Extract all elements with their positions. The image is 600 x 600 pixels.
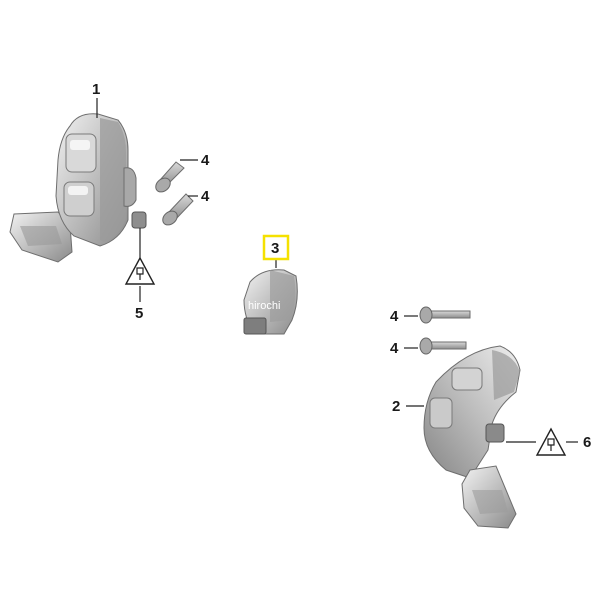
watermark: hirochi <box>248 300 280 312</box>
connector-warning-icon <box>124 256 156 285</box>
switch-cap-part <box>243 269 298 335</box>
bolt-lower-left <box>162 193 194 226</box>
callout-4: 4 <box>390 308 399 325</box>
bolt-long-right <box>419 306 471 324</box>
bolt-upper-left <box>155 161 185 193</box>
right-switch-upper-button <box>451 367 483 391</box>
callout-3-highlight <box>262 234 290 261</box>
callout-5: 5 <box>135 305 143 322</box>
left-switch-unit-part <box>9 113 147 263</box>
connector-warning-icon <box>535 427 567 456</box>
callout-3: 3 <box>271 240 279 257</box>
left-switch-upper-button <box>65 133 97 173</box>
bolt-short-right <box>419 337 467 355</box>
callout-1: 1 <box>92 81 100 98</box>
callout-2: 2 <box>392 398 400 415</box>
right-switch-unit-part <box>423 345 521 529</box>
callout-4: 4 <box>201 188 210 205</box>
callout-6: 6 <box>583 434 591 451</box>
left-switch-connector <box>131 211 147 229</box>
right-switch-connector <box>485 423 505 443</box>
callout-4: 4 <box>390 340 399 357</box>
callout-4: 4 <box>201 152 210 169</box>
